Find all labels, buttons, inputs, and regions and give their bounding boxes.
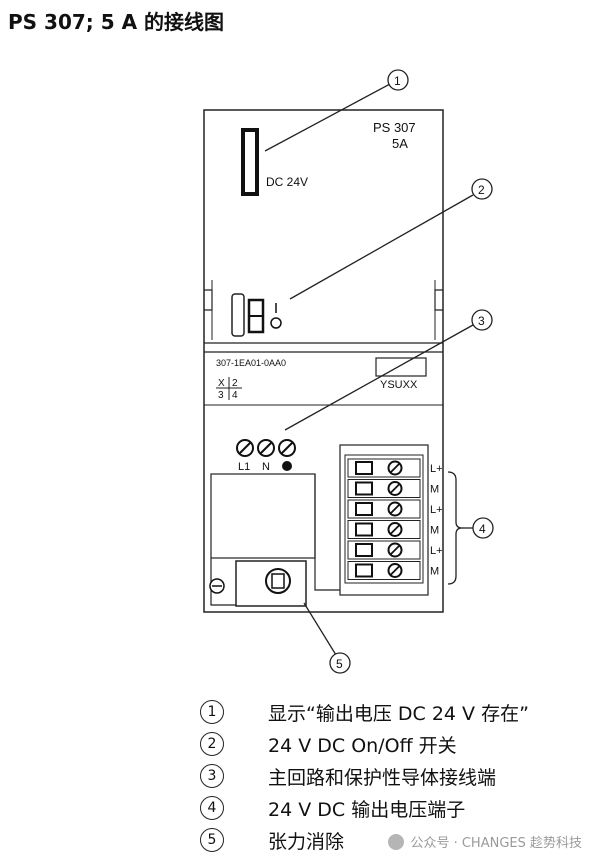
display-label: DC 24V [266,175,308,189]
order-number: 307-1EA01-0AA0 [216,358,286,368]
svg-text:2: 2 [478,183,485,197]
mains-terminal-n[interactable] [257,439,275,457]
leader-5 [303,602,337,656]
version-box [375,357,427,377]
wiring-diagram: DC 24V PS 307 5A 307-1EA01-0AA0 YSUXX X … [203,69,494,674]
output-terminal[interactable]: L+ [347,458,443,478]
output-terminal[interactable]: L+ [347,499,443,519]
leader-3 [284,324,474,431]
output-terminal[interactable]: L+ [347,540,443,560]
legend-number: 3 [200,764,224,788]
legend-number: 5 [200,828,224,852]
module-name: PS 307 [373,120,416,135]
legend-text: 24 V DC On/Off 开关 [268,734,457,757]
output-terminal-rows: L+ M L+ M L+ M [347,458,443,580]
callout-4: 4 [472,517,494,539]
terminal-cover [210,473,316,559]
output-terminal-label: M [430,566,439,578]
page-title: PS 307; 5 A 的接线图 [8,10,225,34]
output-terminal[interactable]: M [347,561,439,580]
output-terminal-label: L+ [430,504,443,516]
legend-number: 4 [200,796,224,820]
svg-text:5: 5 [336,657,343,671]
legend-text: 显示“输出电压 DC 24 V 存在” [268,702,529,725]
terminal-label-l1: L1 [238,461,250,473]
legend-item: 2 24 V DC On/Off 开关 [200,730,457,758]
legend-number: 1 [200,700,224,724]
svg-text:1: 1 [394,74,401,88]
output-terminal-label: M [430,525,439,537]
watermark-text: 公众号 · CHANGES 趁势科技 [410,836,582,851]
output-terminal[interactable]: M [347,479,439,498]
output-terminal-label: M [430,484,439,496]
terminal-label-n: N [262,461,270,473]
legend-item: 5 张力消除 [200,826,344,854]
legend-item: 3 主回路和保护性导体接线端 [200,762,496,790]
power-symbol-icon [270,303,282,329]
legend-number: 2 [200,732,224,756]
module-rating: 5A [392,136,408,151]
callout-2: 2 [471,178,493,200]
legend-text: 主回路和保护性导体接线端 [268,766,497,789]
bracket-4 [447,471,463,585]
wechat-logo-icon [388,833,405,850]
ground-icon [282,461,292,471]
svg-text:3: 3 [478,314,485,328]
callout-3: 3 [471,309,493,331]
svg-text:4: 4 [479,522,486,536]
slot-top-left: X [218,378,225,389]
legend-item: 4 24 V DC 输出电压端子 [200,794,465,822]
version-label: YSUXX [380,379,418,391]
mains-terminal-pe[interactable] [278,439,296,457]
leader-2 [289,194,474,300]
switch-housing [231,293,245,337]
legend-text: 张力消除 [268,830,345,853]
watermark: 公众号 · CHANGES 趁势科技 [384,830,586,853]
slot-top-right: 2 [232,378,238,389]
slot-bottom-left: 3 [218,390,224,401]
callout-5: 5 [329,652,351,674]
output-terminal-label: L+ [430,463,443,475]
dc-led-display [241,128,259,196]
callout-1: 1 [387,69,409,91]
lower-frame [210,474,340,606]
legend-item: 1 显示“输出电压 DC 24 V 存在” [200,698,529,726]
leader-1 [264,83,391,152]
output-terminal[interactable]: M [347,520,439,539]
legend-text: 24 V DC 输出电压端子 [268,798,466,821]
output-terminal-label: L+ [430,545,443,557]
slot-bottom-right: 4 [232,390,238,401]
mains-terminal-l1[interactable] [236,439,254,457]
